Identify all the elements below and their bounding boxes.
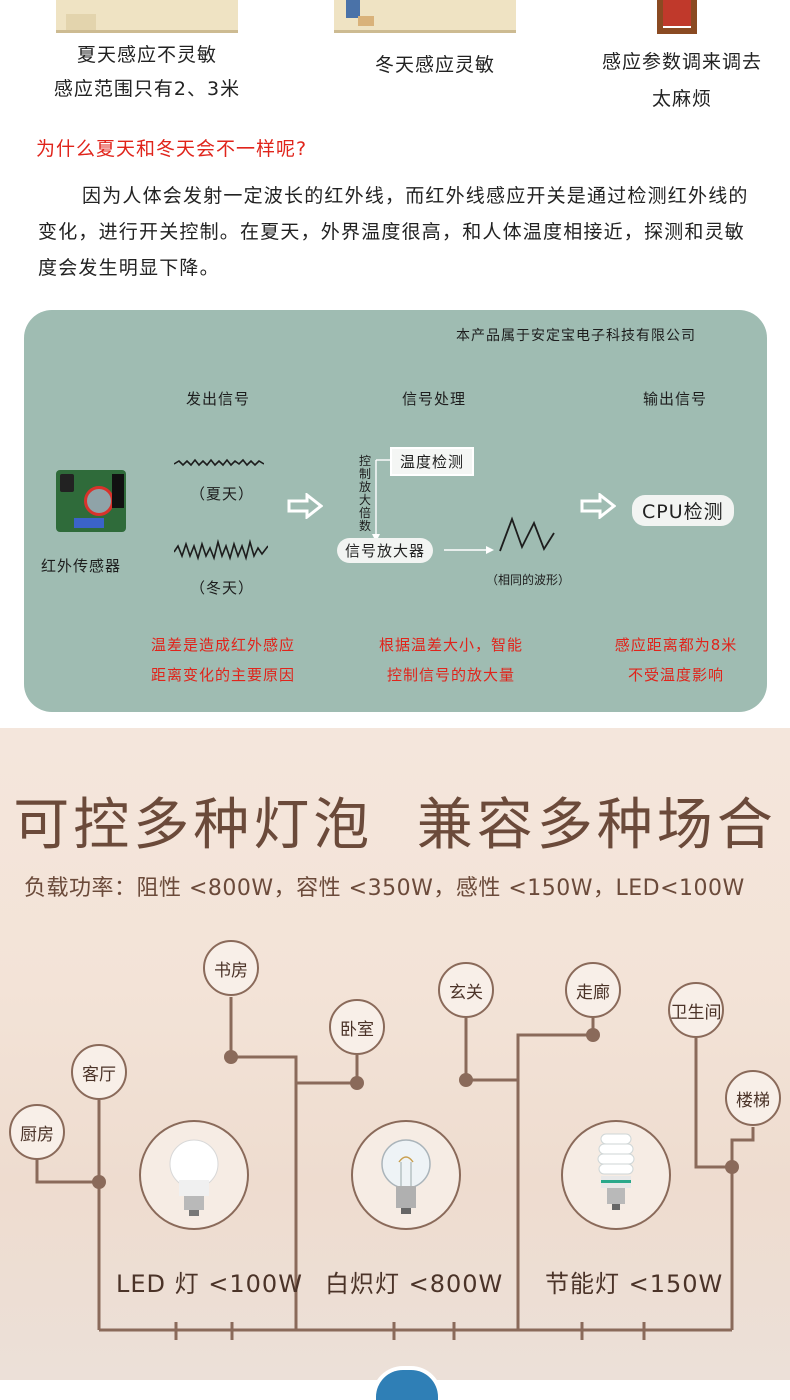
room-bathroom: 卫生间 [668,982,724,1038]
room-corridor: 走廊 [565,962,621,1018]
temp-detect-box: 温度检测 [390,447,475,476]
vertical-arrow-down [372,459,390,542]
company-text: 本产品属于安定宝电子科技有限公司 [456,328,696,344]
room-bedroom: 卧室 [329,999,385,1055]
bulb-label-led: LED 灯 <100W [116,1270,303,1298]
amp-output-arrow [444,546,494,554]
room-stairs: 楼梯 [725,1070,781,1126]
cpu-pill: CPU检测 [632,495,734,526]
summer-tag: （夏天） [190,485,255,503]
amplifier-pill: 信号放大器 [337,538,434,563]
summer-caption: 夏天感应不灵敏 感应范围只有2、3米 [30,38,264,106]
sensor-label: 红外传感器 [41,557,122,575]
chair-illustration [657,0,697,34]
winter-wave [174,538,268,561]
amp-vertical-label: 控制放大倍数 [358,454,371,533]
room-connector-lines [35,997,755,1340]
arrow-right-icon [287,493,323,519]
room-study: 书房 [203,940,259,996]
summer-caption-line1: 夏天感应不灵敏 [76,44,217,66]
bulb-label-cfl: 节能灯 <150W [545,1270,724,1298]
note-2-line2: 控制信号的放大量 [386,666,515,684]
params-caption-line1: 感应参数调来调去 [601,51,762,73]
note-3: 感应距离都为8米 不受温度影响 [584,630,768,690]
note-1-line1: 温差是造成红外感应 [150,636,295,654]
arrow-right-icon-2 [580,493,616,519]
bulb-label-incandescent: 白炽灯 <800W [325,1270,504,1298]
summer-caption-line2: 感应范围只有2、3米 [53,78,241,100]
col-title-process: 信号处理 [402,390,467,408]
col-title-output: 输出信号 [643,390,708,408]
col-title-emit: 发出信号 [186,390,251,408]
room-living-room: 客厅 [71,1044,127,1100]
params-caption: 感应参数调来调去 太麻烦 [580,44,784,118]
sensor-board-icon [56,470,126,532]
note-2: 根据温差大小，智能 控制信号的放大量 [348,630,554,690]
explanation-text: 因为人体会发射一定波长的红外线，而红外线感应开关是通过检测红外线的变化，进行开关… [38,185,749,279]
summer-wave [174,458,264,467]
winter-tag: （冬天） [190,579,255,597]
bulb-section-background [0,728,790,1380]
stairs-illustration-winter [334,0,516,33]
params-caption-line2: 太麻烦 [651,88,712,110]
note-3-line1: 感应距离都为8米 [614,636,738,654]
section-headline: 可控多种灯泡 兼容多种场合 [13,793,777,858]
same-wave-icon [499,516,555,552]
same-wave-label: （相同的波形） [486,573,571,587]
note-1-line2: 距离变化的主要原因 [150,666,295,684]
cfl-bulb-icon [561,1120,671,1230]
winter-caption: 冬天感应灵敏 [330,48,540,82]
room-entrance: 玄关 [438,962,494,1018]
note-1: 温差是造成红外感应 距离变化的主要原因 [120,630,326,690]
incandescent-bulb-icon [351,1120,461,1230]
note-2-line1: 根据温差大小，智能 [378,636,523,654]
question-heading: 为什么夏天和冬天会不一样呢? [36,138,308,160]
winter-caption-line: 冬天感应灵敏 [374,54,495,76]
load-power-text: 负载功率：阻性 <800W，容性 <350W，感性 <150W，LED<100W [24,876,745,901]
temp-detect-label: 温度检测 [400,453,465,471]
room-kitchen: 厨房 [9,1104,65,1160]
explanation-paragraph: 因为人体会发射一定波长的红外线，而红外线感应开关是通过检测红外线的变化，进行开关… [38,178,758,286]
note-3-line2: 不受温度影响 [627,666,724,684]
led-bulb-icon [139,1120,249,1230]
stairs-illustration-summer [56,0,238,33]
amp-vertical-text: 控制放大倍数 [357,455,373,533]
